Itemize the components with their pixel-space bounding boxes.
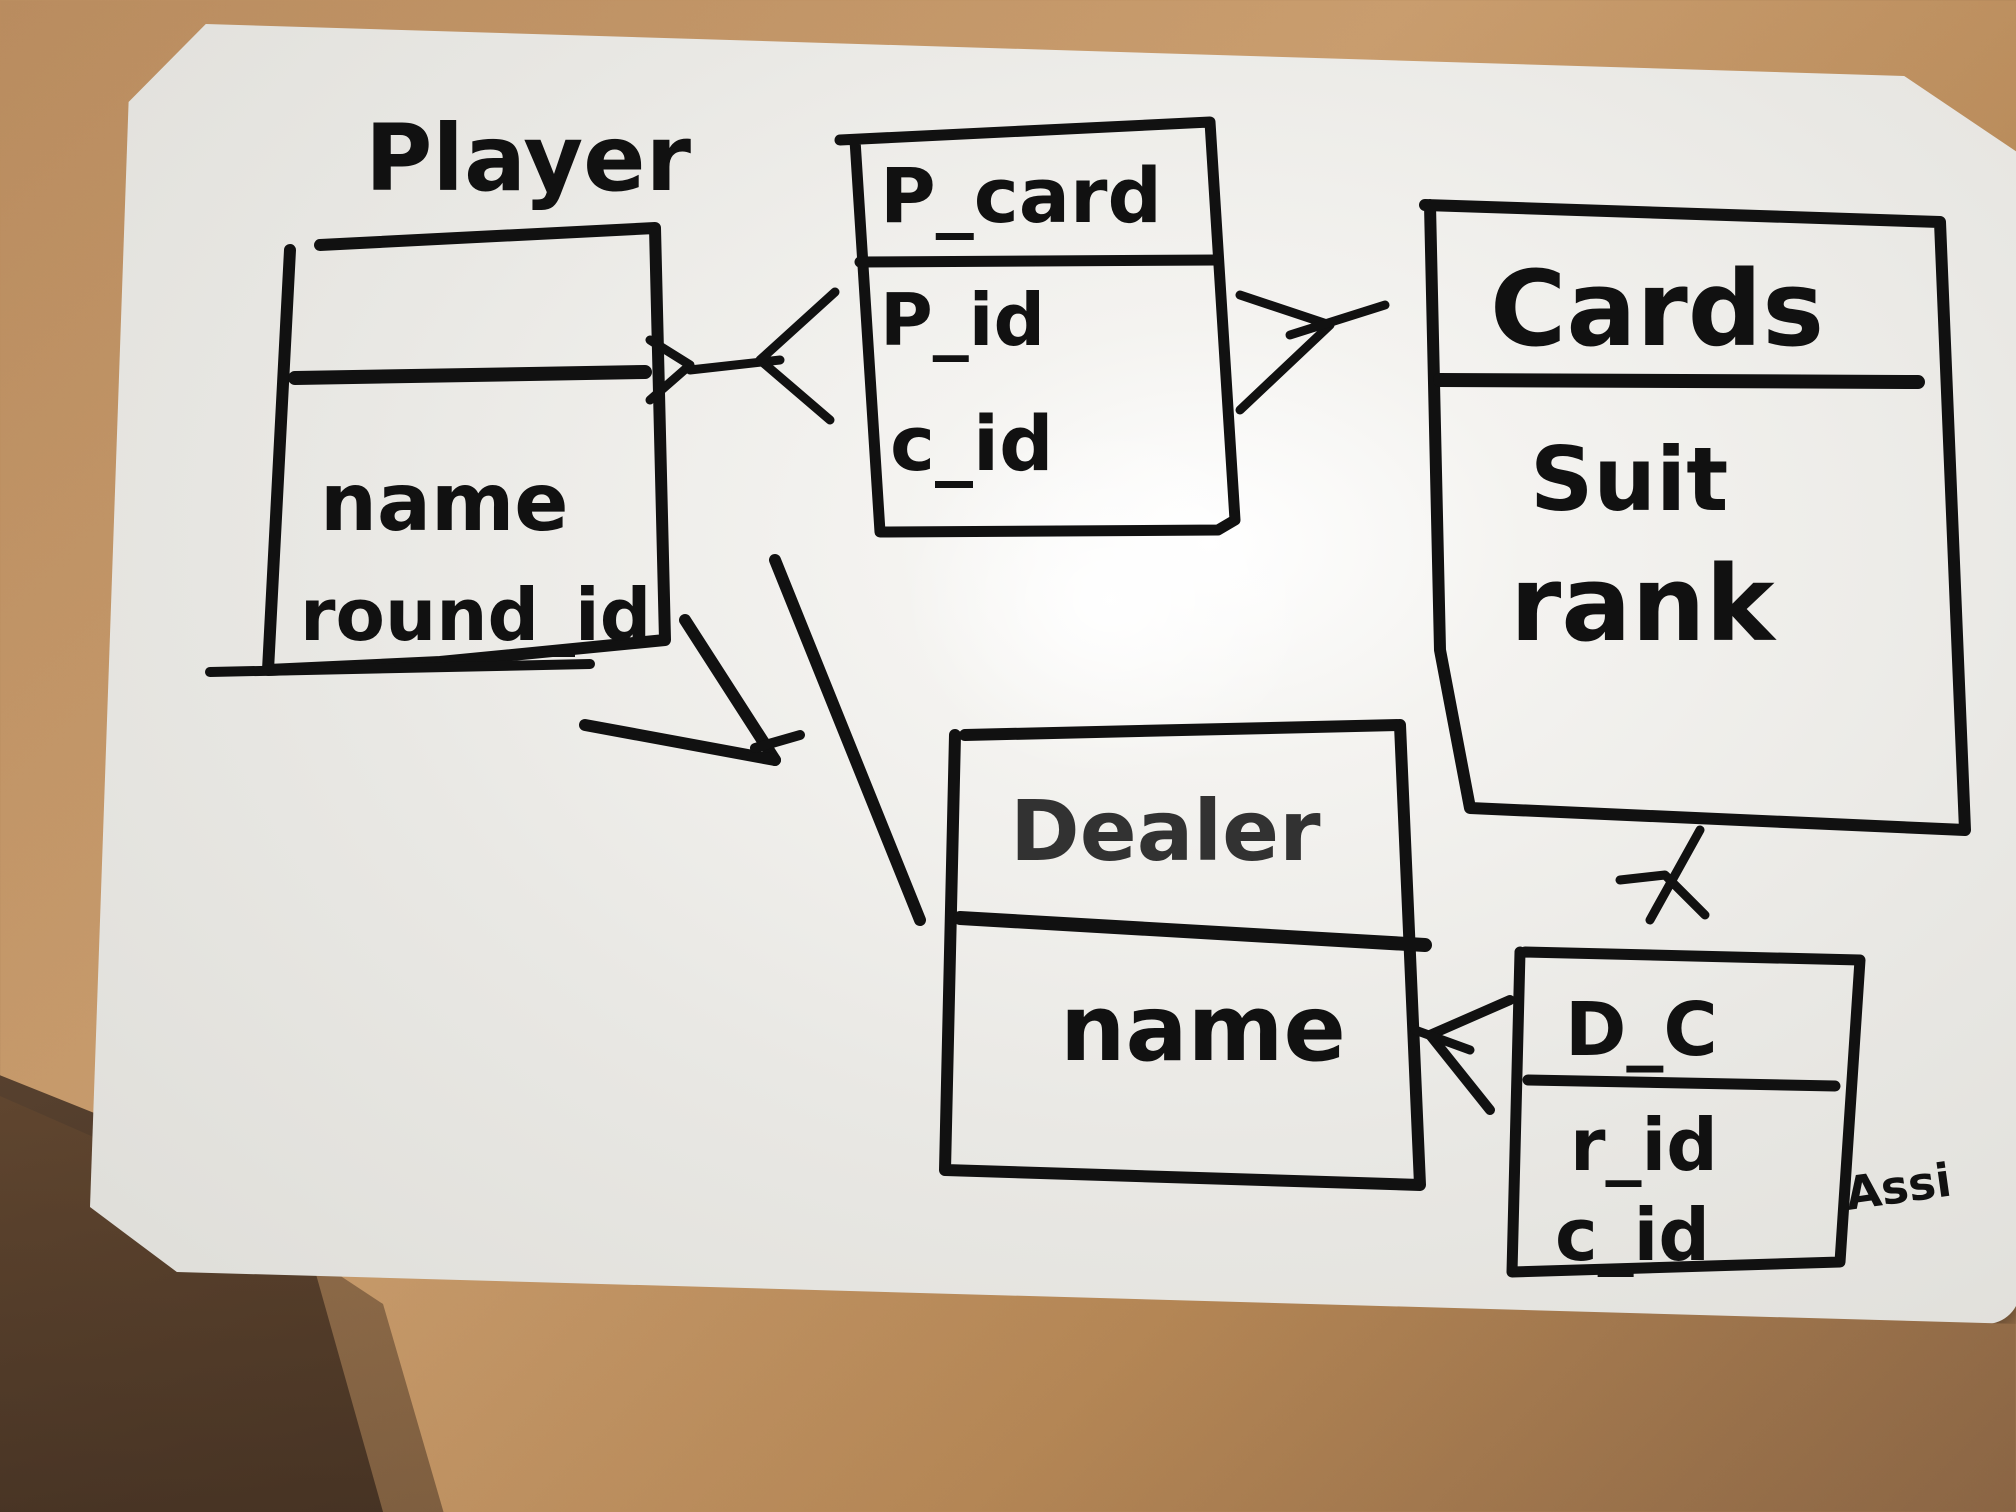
- dealer-attr-name: name: [1060, 975, 1346, 1082]
- light-glare: [900, 420, 1320, 780]
- player-box: [262, 222, 671, 676]
- player-dealer-foot-1: [679, 614, 781, 766]
- p-card-attr-c-id: c_id: [890, 399, 1054, 488]
- relationship-player-dealer: [579, 554, 926, 926]
- p-card-title: P_card: [880, 151, 1162, 240]
- cards-divider: [1433, 373, 1925, 389]
- player-dealer-foot-2: [579, 719, 781, 766]
- player-attr-name: name: [320, 456, 569, 549]
- d-c-dealer-crow-foot: [1425, 995, 1515, 1115]
- player-title: Player: [365, 105, 692, 212]
- d-c-dealer-line: [1410, 1025, 1475, 1055]
- p-card-attr-p-id: P_id: [880, 278, 1045, 362]
- player-attr-round-id: round_id: [300, 573, 651, 657]
- d-c-box: [1506, 946, 1866, 1278]
- p-card-box: [834, 116, 1241, 538]
- cards-d-c-tick: [1615, 870, 1710, 920]
- relationship-p-card-cards: [1235, 290, 1390, 415]
- cards-box: [1419, 199, 1971, 836]
- p-card-divider: [854, 254, 1224, 268]
- d-c-title: D_C: [1565, 987, 1718, 1073]
- dealer-box: [939, 719, 1426, 1191]
- entity-cards: Cards Suit rank: [1419, 199, 1971, 836]
- entity-p-card: P_card P_id c_id: [834, 116, 1241, 538]
- cards-d-c-line: [1645, 825, 1705, 925]
- d-c-divider: [1522, 1074, 1841, 1092]
- cards-attr-rank: rank: [1510, 543, 1778, 665]
- entity-player: Player name round_id: [205, 105, 692, 677]
- cards-title: Cards: [1490, 248, 1824, 370]
- player-divider: [288, 365, 652, 385]
- corner-note: Assi: [1842, 1153, 1955, 1221]
- p-card-cards-crow-foot: [1235, 290, 1335, 415]
- player-dealer-tick: [750, 730, 805, 753]
- p-card-crow-foot: [755, 287, 840, 425]
- player-side-marker: [645, 335, 695, 405]
- relationship-player-p-card: [645, 287, 840, 425]
- entity-dealer: Dealer name: [939, 719, 1432, 1191]
- player-dealer-line: [769, 554, 926, 926]
- p-card-cards-line: [1285, 300, 1390, 340]
- entity-d-c: D_C r_id c_id: [1506, 946, 1866, 1278]
- dealer-divider: [953, 911, 1432, 952]
- d-c-attr-c-id: c_id: [1555, 1193, 1710, 1277]
- relationship-d-c-dealer: [1410, 995, 1515, 1115]
- relationship-cards-d-c: [1615, 825, 1710, 925]
- dealer-title: Dealer: [1010, 782, 1321, 880]
- cards-attr-suit: Suit: [1530, 428, 1728, 531]
- player-baseline: [205, 659, 595, 677]
- d-c-attr-r-id: r_id: [1570, 1103, 1718, 1187]
